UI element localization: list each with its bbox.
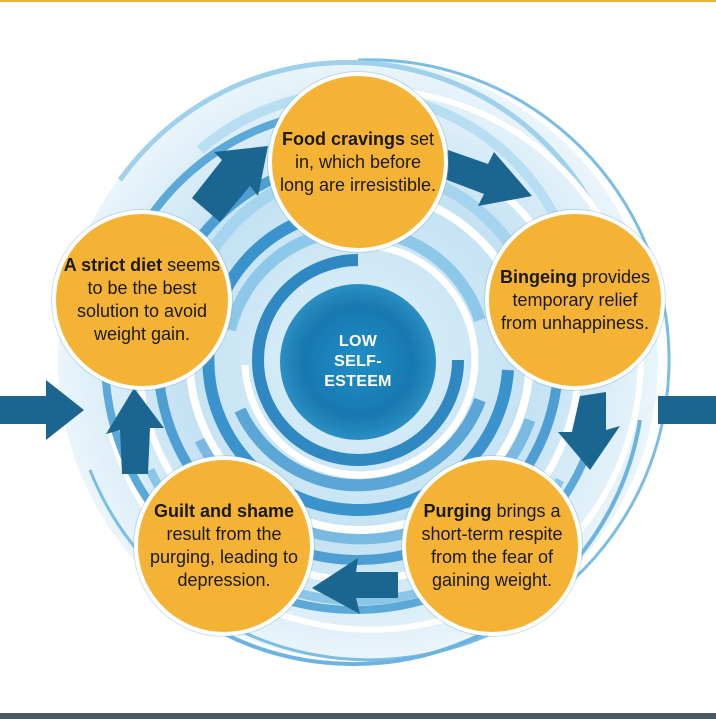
step-strict-diet: A strict diet seems to be the best solut… [52, 210, 232, 390]
center-label-line3: ESTEEM [324, 373, 392, 390]
center-core [280, 284, 436, 440]
center-label: LOW SELF- ESTEEM [300, 332, 416, 392]
bottom-rule [0, 713, 716, 719]
step-title: Food cravings [281, 128, 405, 149]
step-title: Bingeing [499, 266, 577, 287]
step-guilt-and-shame: Guilt and shame result from the purging,… [134, 456, 314, 636]
cycle-arrows [106, 146, 620, 614]
arrow-to-guilt [312, 558, 398, 614]
arrow-to-purging [558, 392, 620, 470]
step-food-cravings: Food cravings set in, which before long … [268, 72, 448, 252]
step-title: A strict diet [63, 255, 163, 275]
center-label-line2: SELF- [334, 353, 382, 370]
arrow-to-bingeing [442, 150, 532, 206]
step-description: result from the purging, leading to depr… [149, 524, 299, 590]
step-title: Purging [423, 501, 492, 521]
top-rule [0, 0, 716, 2]
arrow-to-strict-diet [106, 388, 164, 474]
step-description: set in, which before long are irresistib… [279, 128, 437, 195]
left-entry-arrow [0, 380, 84, 440]
step-title: Guilt and shame [153, 501, 295, 521]
center-label-line1: LOW [338, 333, 378, 350]
arrow-to-food-cravings [192, 146, 268, 222]
right-exit-arrow [658, 396, 716, 424]
step-bingeing: Bingeing provides temporary relief from … [485, 210, 665, 390]
step-description: brings a short-term respite from the fea… [421, 501, 563, 590]
step-description: seems to be the best solution to avoid w… [76, 255, 221, 344]
step-purging: Purging brings a short-term respite from… [402, 456, 582, 636]
step-description: provides temporary relief from unhappine… [500, 266, 651, 333]
